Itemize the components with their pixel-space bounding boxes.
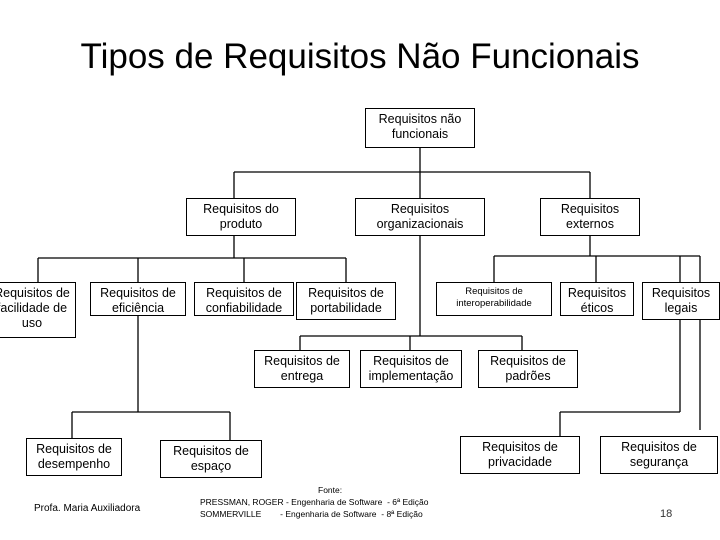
node-requisitos-nao-funcionais: Requisitos não funcionais: [365, 108, 475, 148]
source-citation: Fonte: PRESSMAN, ROGER - Engenharia de S…: [200, 484, 500, 520]
source-line-pressman: PRESSMAN, ROGER - Engenharia de Software…: [200, 497, 429, 507]
node-requisitos-desempenho: Requisitos de desempenho: [26, 438, 122, 476]
author-label: Profa. Maria Auxiliadora: [34, 503, 141, 514]
node-requisitos-externos: Requisitos externos: [540, 198, 640, 236]
node-requisitos-facilidade-de-uso: Requisitos de facilidade de uso: [0, 282, 76, 338]
node-requisitos-do-produto: Requisitos do produto: [186, 198, 296, 236]
node-requisitos-confiabilidade: Requisitos de confiabilidade: [194, 282, 294, 316]
node-requisitos-espaco: Requisitos de espaço: [160, 440, 262, 478]
node-requisitos-padroes: Requisitos de padrões: [478, 350, 578, 388]
node-requisitos-entrega: Requisitos de entrega: [254, 350, 350, 388]
node-requisitos-portabilidade: Requisitos de portabilidade: [296, 282, 396, 320]
node-requisitos-implementacao: Requisitos de implementação: [360, 350, 462, 388]
node-requisitos-eticos: Requisitos éticos: [560, 282, 634, 316]
node-requisitos-seguranca: Requisitos de segurança: [600, 436, 718, 474]
node-requisitos-eficiencia: Requisitos de eficiência: [90, 282, 186, 316]
node-requisitos-privacidade: Requisitos de privacidade: [460, 436, 580, 474]
page-number: 18: [660, 508, 673, 520]
node-requisitos-interoperabilidade: Requisitos de interoperabilidade: [436, 282, 552, 316]
source-line-sommerville: SOMMERVILLE - Engenharia de Software - 8…: [200, 509, 423, 519]
node-requisitos-legais: Requisitos legais: [642, 282, 720, 320]
source-label: Fonte:: [318, 485, 343, 495]
page-title: Tipos de Requisitos Não Funcionais: [80, 37, 640, 76]
node-requisitos-organizacionais: Requisitos organizacionais: [355, 198, 485, 236]
